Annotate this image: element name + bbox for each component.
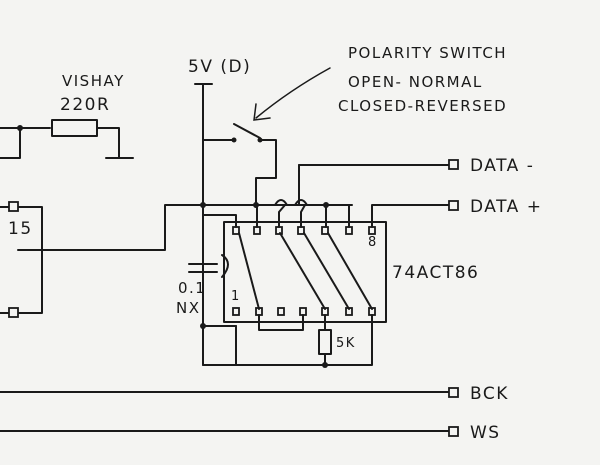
connector-ws-pad [448, 426, 459, 437]
ic-pin-bottom [277, 307, 285, 316]
left-device: 15 [0, 201, 201, 318]
capacitor: 0.1 NX [176, 254, 237, 329]
ic-pin-8-label: 8 [368, 235, 378, 250]
capacitor-dielectric-label: NX [176, 299, 201, 317]
resistor-5k-body [318, 329, 332, 355]
ic-pin-bottom [299, 307, 307, 316]
ic-internal-link [303, 232, 350, 310]
ic-body [223, 221, 387, 323]
ic-pin-wire [300, 204, 306, 228]
resistor-brand-label: VISHAY [62, 72, 125, 90]
left-device-outline [0, 206, 43, 314]
capacitor-value-label: 0.1 [178, 279, 206, 297]
left-device-pin-bottom [8, 307, 19, 318]
wire-crossover [274, 199, 288, 206]
resistor-left-drop [0, 127, 21, 159]
ic-pin-8 [368, 226, 376, 235]
polarity-note: POLARITY SWITCH OPEN- NORMAL CLOSED-REVE… [253, 44, 507, 121]
ic-pin-1-label: 1 [231, 289, 241, 304]
note-title: POLARITY SWITCH [348, 44, 507, 62]
ic-pin-1 [232, 307, 240, 316]
supply-rail: 5V (D) [188, 57, 353, 366]
left-device-pin-label: 15 [8, 219, 33, 239]
resistor-5k-label: 5K [336, 336, 356, 351]
switch-output-wire [255, 139, 277, 206]
ground-rail [235, 314, 373, 366]
connectors: DATA - DATA + BCK WS [0, 156, 542, 443]
note-arrow-head [253, 103, 271, 121]
switch-contact-left [231, 137, 237, 143]
resistor-body [51, 119, 98, 137]
connector-bck-pad [448, 387, 459, 398]
ic-internal-link [327, 232, 373, 310]
connector-bck-label: BCK [470, 384, 509, 404]
connector-data-plus-pad [448, 200, 459, 211]
junction-dot [17, 125, 23, 131]
resistor-5k: 5K [202, 314, 373, 368]
data-plus-wire [371, 204, 452, 228]
ic-internal-link [279, 232, 326, 310]
resistor-220r: VISHAY 220R [0, 72, 134, 159]
connector-data-minus-pad [448, 159, 459, 170]
resistor-value-label: 220R [60, 95, 110, 115]
resistor-lead-right [96, 127, 120, 159]
ic-pin-top [253, 226, 261, 235]
switch-lever [233, 123, 261, 139]
connector-data-plus-label: DATA + [470, 197, 542, 217]
ic-vcc-wire [202, 214, 237, 228]
note-line-2: CLOSED-REVERSED [338, 97, 507, 115]
rail-junction [200, 202, 206, 208]
ic-bottom-tie [258, 314, 304, 331]
ic-internal-link [238, 232, 260, 310]
connector-ws-label: WS [470, 423, 501, 443]
left-device-to-ic-wire [17, 204, 201, 251]
note-arrow-shaft [255, 67, 331, 119]
ic-pin-wire [278, 204, 286, 228]
ground-junction [322, 362, 328, 368]
ic-part-label: 74ACT86 [392, 263, 479, 283]
connector-data-minus-label: DATA - [470, 156, 534, 176]
note-line-1: OPEN- NORMAL [348, 73, 483, 91]
ic-74act86: 1 8 74ACT86 [202, 164, 479, 331]
ic-pin-top [345, 226, 353, 235]
supply-label: 5V (D) [188, 57, 251, 77]
left-device-pin-top [8, 201, 19, 212]
wire-crossover [294, 199, 308, 206]
